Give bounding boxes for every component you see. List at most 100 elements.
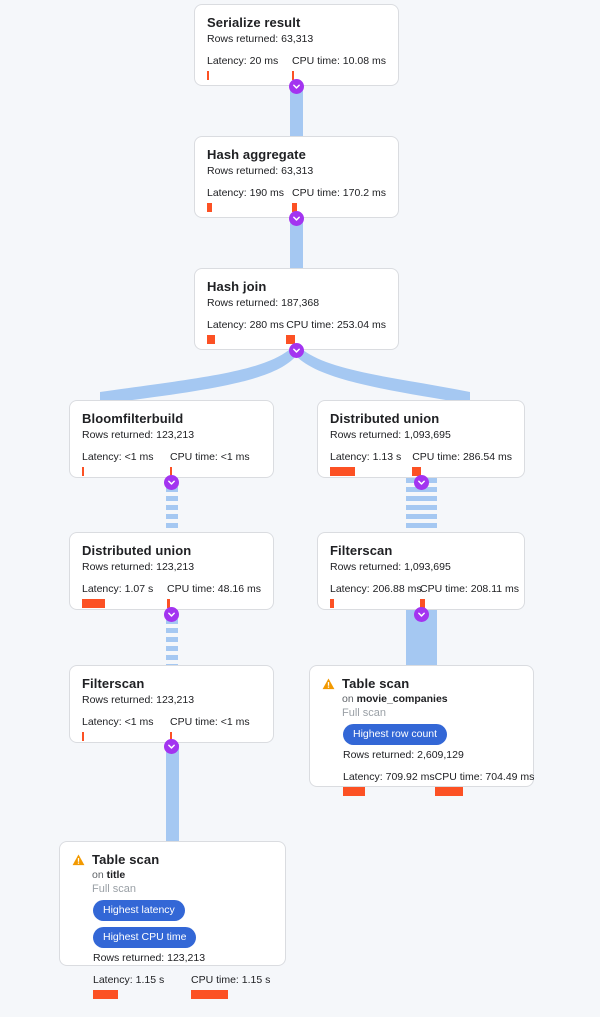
latency-metric: Latency: 280 ms (207, 319, 286, 344)
cpu-metric: CPU time: 253.04 ms (286, 319, 386, 344)
node-title: Table scan (92, 852, 160, 867)
table-name: movie_companies (356, 693, 448, 705)
cpu-label: CPU time: <1 ms (170, 716, 250, 728)
chevron-down-icon (168, 480, 175, 485)
latency-metric: Latency: 709.92 ms (343, 771, 435, 796)
rows-returned: Rows returned: 123,213 (82, 429, 195, 441)
metrics-row: Latency: <1 ms CPU time: <1 ms (82, 451, 261, 476)
latency-label: Latency: 20 ms (207, 55, 279, 67)
latency-label: Latency: <1 ms (82, 716, 154, 728)
node-table-target: on movie_companies (342, 692, 448, 706)
metrics-row: Latency: 1.13 s CPU time: 286.54 ms (330, 451, 512, 476)
node-title: Hash join (207, 279, 267, 294)
latency-label: Latency: 1.13 s (330, 451, 402, 463)
rows-returned: Rows returned: 1,093,695 (330, 561, 451, 573)
node-header: Distributed union (82, 543, 261, 558)
node-header: Bloomfilterbuild (82, 411, 261, 426)
plan-node-filterscan-left[interactable]: Filterscan Rows returned: 123,213 Latenc… (69, 665, 274, 743)
node-title: Table scan (342, 676, 410, 691)
cpu-bar (292, 203, 298, 212)
metrics-row: Latency: <1 ms CPU time: <1 ms (82, 716, 261, 741)
rows-returned: Rows returned: 123,213 (82, 561, 195, 573)
badge-highest-row-count[interactable]: Highest row count (343, 724, 448, 745)
metrics-row: Latency: 190 ms CPU time: 170.2 ms (207, 187, 386, 212)
plan-node-hash-aggregate[interactable]: Hash aggregate Rows returned: 63,313 Lat… (194, 136, 399, 218)
node-body: Highest row count Rows returned: 2,609,1… (322, 724, 534, 796)
cpu-metric: CPU time: 704.49 ms (434, 771, 535, 796)
rows-returned: Rows returned: 63,313 (207, 165, 314, 177)
node-title: Serialize result (207, 15, 301, 30)
cpu-label: CPU time: 286.54 ms (412, 451, 512, 463)
rows-returned: Rows returned: 123,213 (93, 952, 206, 964)
plan-node-bloomfilterbuild[interactable]: Bloomfilterbuild Rows returned: 123,213 … (69, 400, 274, 478)
latency-bar (207, 71, 209, 80)
node-title: Distributed union (82, 543, 192, 558)
node-header: Filterscan (82, 676, 261, 691)
latency-metric: Latency: 206.88 ms (330, 583, 422, 608)
cpu-label: CPU time: 208.11 ms (420, 583, 520, 595)
cpu-bar (170, 732, 172, 741)
latency-metric: Latency: 190 ms (207, 187, 292, 212)
node-title: Bloomfilterbuild (82, 411, 184, 426)
latency-metric: Latency: 1.13 s (330, 451, 412, 476)
latency-bar (82, 732, 84, 741)
node-body: Highest latency Highest CPU time Rows re… (72, 900, 273, 999)
edge-filterscan-right-tablescan (406, 610, 437, 670)
node-header-text: Table scan on title Full scan (92, 852, 159, 896)
rows-returned: Rows returned: 63,313 (207, 33, 314, 45)
cpu-metric: CPU time: <1 ms (170, 716, 250, 741)
metrics-row: Latency: 1.15 s CPU time: 1.15 s (93, 974, 273, 999)
chevron-down-icon (168, 612, 175, 617)
plan-node-hash-join[interactable]: Hash join Rows returned: 187,368 Latency… (194, 268, 399, 350)
cpu-metric: CPU time: 170.2 ms (292, 187, 386, 212)
plan-node-table-scan-title[interactable]: Table scan on title Full scan Highest la… (59, 841, 286, 999)
node-header: Distributed union (330, 411, 512, 426)
cpu-metric: CPU time: <1 ms (170, 451, 250, 476)
node-title: Filterscan (330, 543, 393, 558)
badge-highest-latency[interactable]: Highest latency (93, 900, 185, 921)
latency-bar (82, 599, 105, 608)
cpu-bar (412, 467, 422, 476)
table-name: title (106, 869, 126, 881)
node-header: Hash aggregate (207, 147, 386, 162)
latency-bar (207, 203, 212, 212)
node-header: Table scan on title Full scan (72, 852, 273, 896)
node-title: Hash aggregate (207, 147, 306, 162)
cpu-label: CPU time: 253.04 ms (286, 319, 386, 331)
latency-metric: Latency: 20 ms (207, 55, 292, 80)
latency-metric: Latency: 1.15 s (93, 974, 191, 999)
latency-bar (343, 787, 365, 796)
badge-highest-cpu-time[interactable]: Highest CPU time (93, 927, 197, 948)
edge-filterscan-tablescan-title (166, 744, 179, 844)
edge-serialize-hashaggregate (290, 86, 303, 138)
scan-type: Full scan (92, 883, 137, 895)
badge-row: Highest latency Highest CPU time (93, 900, 273, 948)
latency-label: Latency: 280 ms (207, 319, 285, 331)
latency-label: Latency: 1.15 s (93, 974, 165, 986)
latency-bar (82, 467, 84, 476)
warning-triangle-icon (72, 854, 85, 866)
latency-bar (93, 990, 118, 999)
chevron-down-icon (168, 744, 175, 749)
latency-label: Latency: <1 ms (82, 451, 154, 463)
cpu-label: CPU time: <1 ms (170, 451, 250, 463)
chevron-down-icon (418, 612, 425, 617)
plan-node-filterscan-right[interactable]: Filterscan Rows returned: 1,093,695 Late… (317, 532, 525, 610)
latency-bar (330, 599, 334, 608)
plan-node-distributed-union-right[interactable]: Distributed union Rows returned: 1,093,6… (317, 400, 525, 478)
cpu-bar (170, 467, 172, 476)
plan-node-serialize-result[interactable]: Serialize result Rows returned: 63,313 L… (194, 4, 399, 86)
cpu-bar (420, 599, 425, 608)
cpu-label: CPU time: 48.16 ms (167, 583, 261, 595)
plan-node-table-scan-movie-companies[interactable]: Table scan on movie_companies Full scan … (309, 665, 534, 796)
cpu-bar (167, 599, 171, 608)
node-header: Filterscan (330, 543, 512, 558)
node-header: Serialize result (207, 15, 386, 30)
cpu-label: CPU time: 704.49 ms (434, 771, 535, 783)
scan-type: Full scan (342, 707, 387, 719)
rows-returned: Rows returned: 187,368 (207, 297, 320, 309)
plan-node-distributed-union-left[interactable]: Distributed union Rows returned: 123,213… (69, 532, 274, 610)
on-prefix: on (92, 869, 107, 881)
metrics-row: Latency: 1.07 s CPU time: 48.16 ms (82, 583, 261, 608)
node-header: Table scan on movie_companies Full scan (322, 676, 521, 720)
